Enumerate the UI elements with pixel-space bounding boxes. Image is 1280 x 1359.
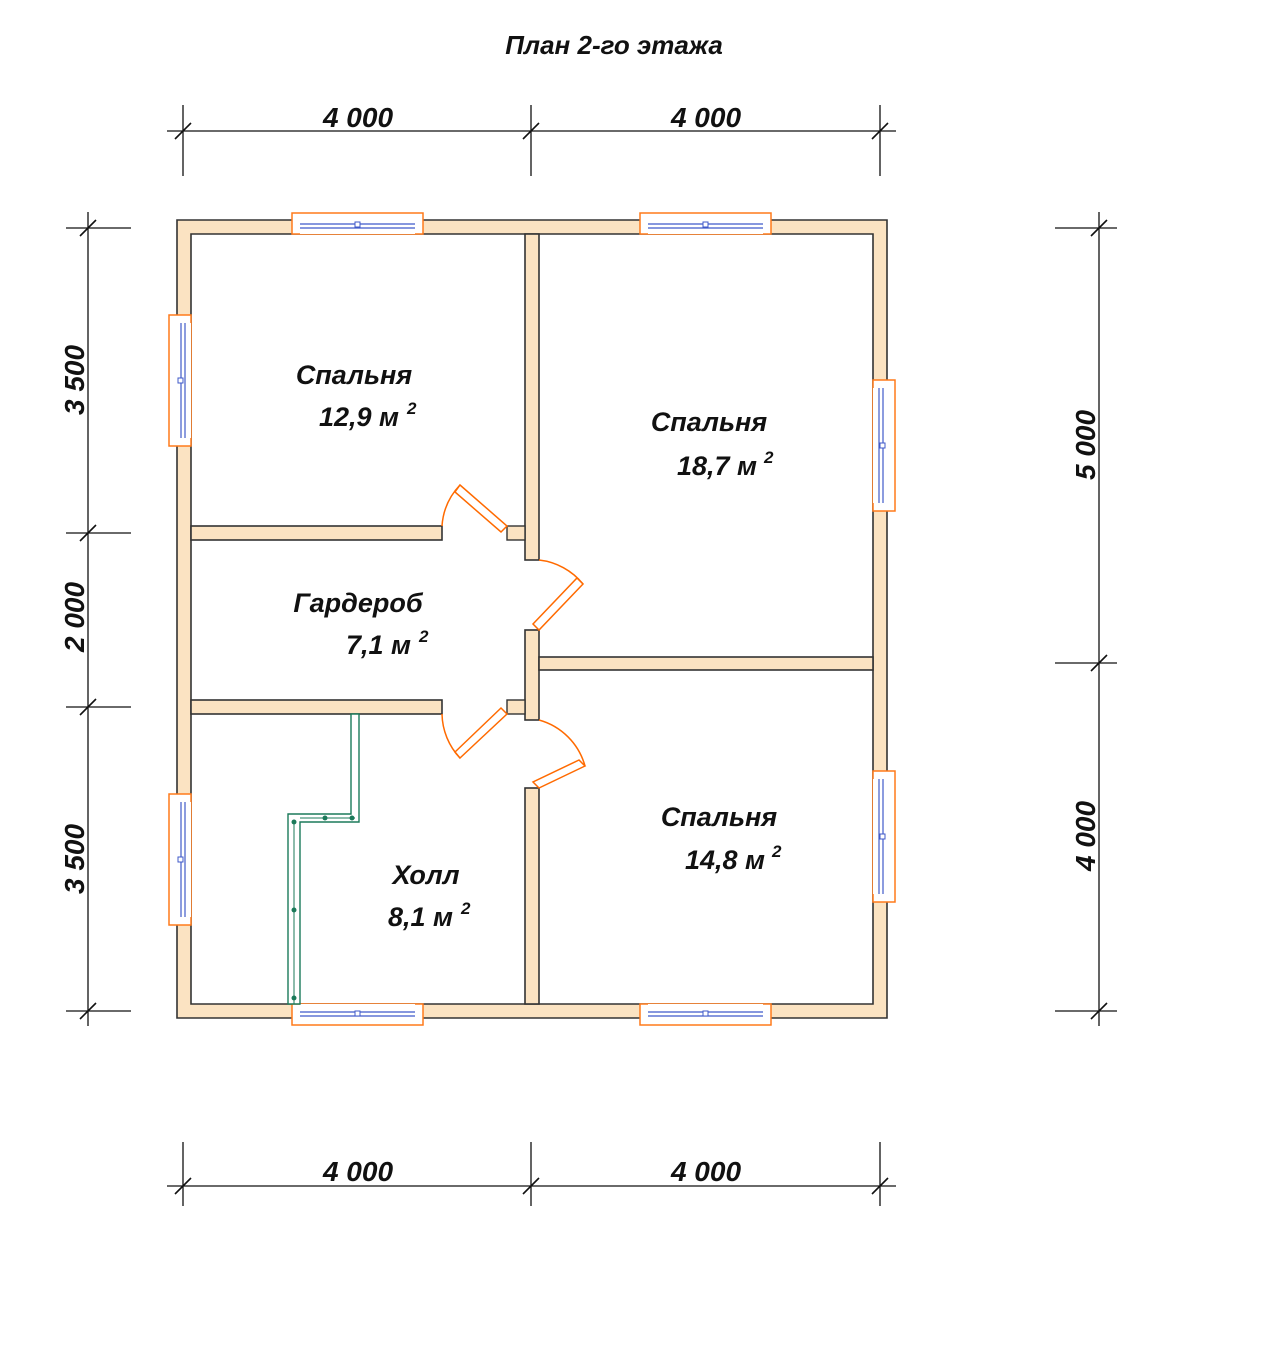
door-hall (441, 706, 509, 760)
staircase (287, 713, 360, 1005)
dim-bottom-1: 4 000 (322, 1156, 393, 1187)
dim-left-2: 2 000 (59, 582, 90, 653)
dimension-right: 5 000 4 000 (1055, 212, 1117, 1026)
dim-left-3: 3 500 (59, 824, 90, 894)
door-bedroom3 (531, 719, 587, 789)
door-bedroom1 (441, 483, 509, 534)
wall-bedroom1-wardrobe (190, 525, 443, 541)
jamb (506, 525, 526, 541)
room-area: 7,1 м (346, 630, 411, 660)
door-bedroom2 (531, 559, 585, 632)
room-area: 14,8 м (685, 845, 765, 875)
plan-title: План 2-го этажа (505, 30, 723, 60)
window-bottom-right (639, 1003, 772, 1026)
room-wardrobe: Гардероб 7,1 м 2 (293, 588, 429, 660)
window-top-right (639, 212, 772, 235)
room-area: 18,7 м (677, 451, 757, 481)
room-bedroom-2: Спальня 18,7 м 2 (651, 407, 774, 481)
room-area-unit-power: 2 (771, 842, 782, 861)
window-top-left (291, 212, 424, 235)
dimension-left: 3 500 2 000 3 500 (59, 212, 131, 1026)
room-area: 8,1 м (388, 902, 453, 932)
window-left-top (168, 314, 192, 447)
room-name: Гардероб (293, 588, 423, 618)
dimension-top: 4 000 4 000 (167, 102, 896, 176)
window-bottom-left (291, 1003, 424, 1026)
room-hall: Холл 8,1 м 2 (388, 860, 471, 932)
room-area-unit-power: 2 (460, 899, 471, 918)
dim-top-2: 4 000 (670, 102, 741, 133)
dim-left-1: 3 500 (59, 345, 90, 415)
window-left-bottom (168, 793, 192, 926)
wall-center-vertical-top (524, 233, 540, 561)
room-area-unit-power: 2 (406, 399, 417, 418)
room-name: Спальня (651, 407, 767, 437)
doors (441, 483, 587, 789)
walls (176, 219, 888, 1019)
room-bedroom-1: Спальня 12,9 м 2 (296, 360, 417, 432)
room-bedroom-3: Спальня 14,8 м 2 (661, 802, 782, 875)
dim-top-1: 4 000 (322, 102, 393, 133)
room-name: Спальня (661, 802, 777, 832)
dim-bottom-2: 4 000 (670, 1156, 741, 1187)
wall-center-vertical-bottom (524, 787, 540, 1005)
dim-right-2: 4 000 (1070, 801, 1101, 872)
room-name: Холл (390, 860, 459, 890)
room-area-unit-power: 2 (418, 627, 429, 646)
wall-center-vertical-mid (524, 629, 540, 721)
room-name: Спальня (296, 360, 412, 390)
room-area-unit-power: 2 (763, 448, 774, 467)
window-right-top (872, 379, 896, 512)
window-right-bottom (872, 770, 896, 903)
wall-wardrobe-hall (190, 699, 443, 715)
dim-right-1: 5 000 (1070, 410, 1101, 480)
room-area: 12,9 м (319, 402, 399, 432)
jamb (506, 699, 526, 715)
wall-bedroom2-bedroom3 (538, 656, 874, 671)
dimension-bottom: 4 000 4 000 (167, 1142, 896, 1206)
windows (168, 212, 896, 1026)
